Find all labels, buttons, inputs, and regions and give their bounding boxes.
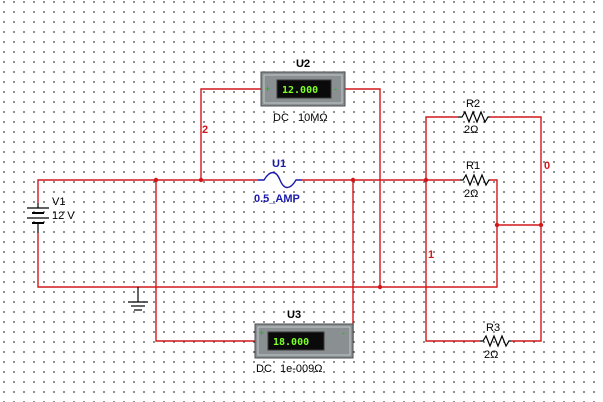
resistor-r1[interactable]: R1 2Ω [460,160,490,200]
junction-dot [350,177,356,183]
wire-voltmeter-right[interactable] [345,88,381,287]
r1-value-label: 2Ω [464,188,478,200]
wire-voltmeter-left[interactable] [200,88,261,180]
battery-ref-label: V1 [52,196,65,208]
ammeter-mode-label: DC [256,363,272,375]
wire-ground-bus[interactable] [37,224,541,288]
junction-dot [538,222,544,228]
r2-ref-label: R2 [466,98,480,110]
r2-value-label: 2Ω [464,124,478,136]
r3-ref-label: R3 [486,322,500,334]
ammeter-resistance-label: 1e-009Ω [280,363,322,375]
net-label-2: 2 [202,124,208,136]
junction-dot [198,177,204,183]
wires [37,88,542,342]
voltmeter-ref-label: U2 [296,58,310,70]
battery-v1[interactable]: V1 12 V [27,196,75,233]
wire-r3-left[interactable] [425,180,480,342]
net-label-0: 0 [544,160,550,172]
wire-r2-left[interactable] [425,116,458,180]
voltmeter-display: 12.000 [282,85,318,96]
wire-r2-right[interactable] [490,116,542,342]
fuse-u1[interactable]: U1 0.5_AMP [254,158,302,205]
junctions [153,177,544,290]
ammeter-minus-terminal: - [342,328,345,338]
voltmeter-plus-terminal: + [265,84,270,94]
junction-dot [153,177,159,183]
wire-ammeter-left[interactable] [155,180,255,342]
wire-r1-right[interactable] [490,179,498,225]
net-label-1: 1 [428,249,434,261]
ammeter-u3[interactable]: U3 18.000 + - DC 1e-009Ω [254,309,354,375]
ammeter-ref-label: U3 [287,309,301,321]
junction-dot [423,177,429,183]
ammeter-plus-terminal: + [259,328,264,338]
voltmeter-resistance-label: 10MΩ [298,112,328,124]
resistor-r3[interactable]: R3 2Ω [480,322,511,361]
battery-value-label: 12 V [52,210,75,222]
wire-battery-top[interactable] [37,179,258,203]
r3-value-label: 2Ω [484,349,498,361]
ground-symbol [128,287,148,311]
voltmeter-minus-terminal: - [334,84,337,94]
r1-ref-label: R1 [466,160,480,172]
voltmeter-u2[interactable]: U2 12.000 + - DC 10MΩ [260,58,346,124]
fuse-ref-label: U1 [272,158,286,170]
resistor-r2[interactable]: R2 2Ω [458,98,490,136]
junction-dot [377,284,383,290]
junction-dot [494,222,500,228]
ammeter-display: 18.000 [273,337,309,348]
fuse-rating-label: 0.5_AMP [254,193,300,205]
voltmeter-mode-label: DC [273,112,289,124]
